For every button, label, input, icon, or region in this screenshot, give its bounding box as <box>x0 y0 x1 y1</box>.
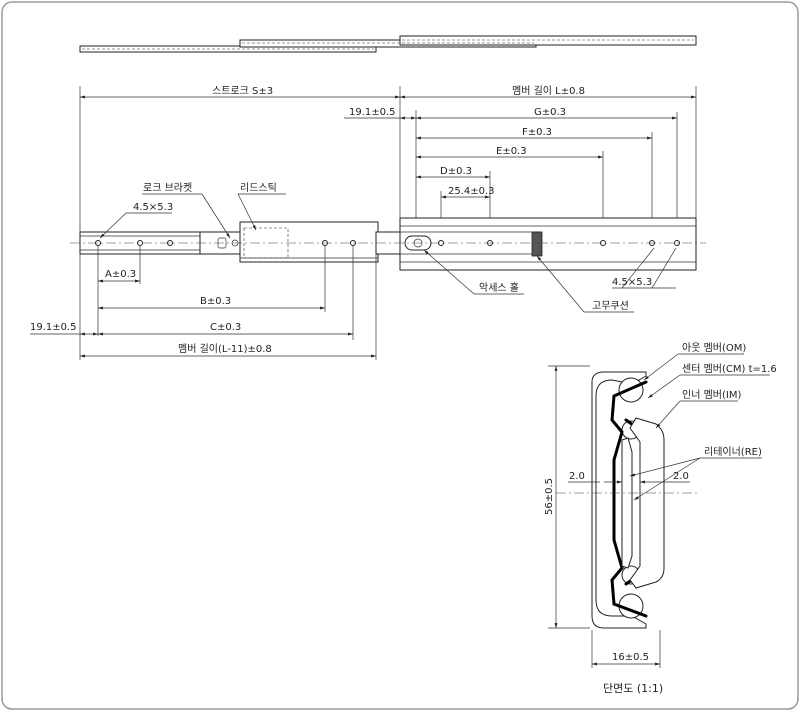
f-label: F±0.3 <box>522 127 552 138</box>
member-length-short-label: 멤버 길이(L-11)±0.8 <box>178 342 272 355</box>
extended-rail-view <box>79 35 697 53</box>
slot-left-label: 4.5×5.3 <box>133 202 173 213</box>
offset-top-label: 19.1±0.5 <box>349 107 396 118</box>
center-member-label: 센터 멤버(CM) t=1.6 <box>682 363 777 375</box>
g-label: G±0.3 <box>534 107 566 118</box>
width-label: 16±0.5 <box>612 652 649 663</box>
lead-stick-label: 리드스틱 <box>240 182 277 194</box>
height-label: 56±0.5 <box>544 478 555 515</box>
outer-member-label: 아웃 멤버(OM) <box>682 342 746 354</box>
d254-label: 25.4±0.3 <box>448 186 495 197</box>
e-label: E±0.3 <box>496 146 527 157</box>
cross-section-view: 56±0.5 16±0.5 2.0 2.0 아웃 멤버(OM) 센터 멤버(CM… <box>544 342 777 668</box>
section-title: 단면도 (1:1) <box>603 682 663 695</box>
retainer-label: 리테이너(RE) <box>704 446 762 458</box>
gap-left-label: 2.0 <box>569 471 585 482</box>
a-label: A±0.3 <box>105 269 136 280</box>
right-callouts: 악세스 홀 고무쿠션 4.5×5.3 <box>423 247 677 313</box>
b-label: B±0.3 <box>200 296 231 307</box>
d-label: D±0.3 <box>440 166 472 177</box>
outer-member <box>399 217 697 271</box>
lock-bracket-label: 로크 브라켓 <box>143 182 192 194</box>
gap-right-label: 2.0 <box>673 471 689 482</box>
rubber-cushion-label: 고무쿠션 <box>592 300 629 312</box>
c-label: C±0.3 <box>210 322 241 333</box>
bottom-dimensions: A±0.3 B±0.3 C±0.3 19.1±0.5 멤버 길이(L-11)±0… <box>30 246 377 360</box>
slot-right-label: 4.5×5.3 <box>612 277 652 288</box>
access-hole-label: 악세스 홀 <box>479 281 519 294</box>
top-dimensions: 스트로크 S±3 멤버 길이 L±0.8 19.1±0.5 G±0.3 F±0.… <box>79 84 697 244</box>
stroke-label: 스트로크 S±3 <box>212 85 273 97</box>
center-member-profile <box>610 380 648 618</box>
member-length-label: 멤버 길이 L±0.8 <box>512 84 585 97</box>
left-callouts: 로크 브라켓 리드스틱 4.5×5.3 <box>99 182 286 239</box>
inner-member-label: 인너 멤버(IM) <box>682 389 741 401</box>
rubber-cushion <box>531 231 543 257</box>
closed-rail-view <box>70 217 706 271</box>
inner-member-profile <box>629 417 665 589</box>
offset-left-label: 19.1±0.5 <box>30 322 77 333</box>
outer-member-profile <box>591 371 647 629</box>
